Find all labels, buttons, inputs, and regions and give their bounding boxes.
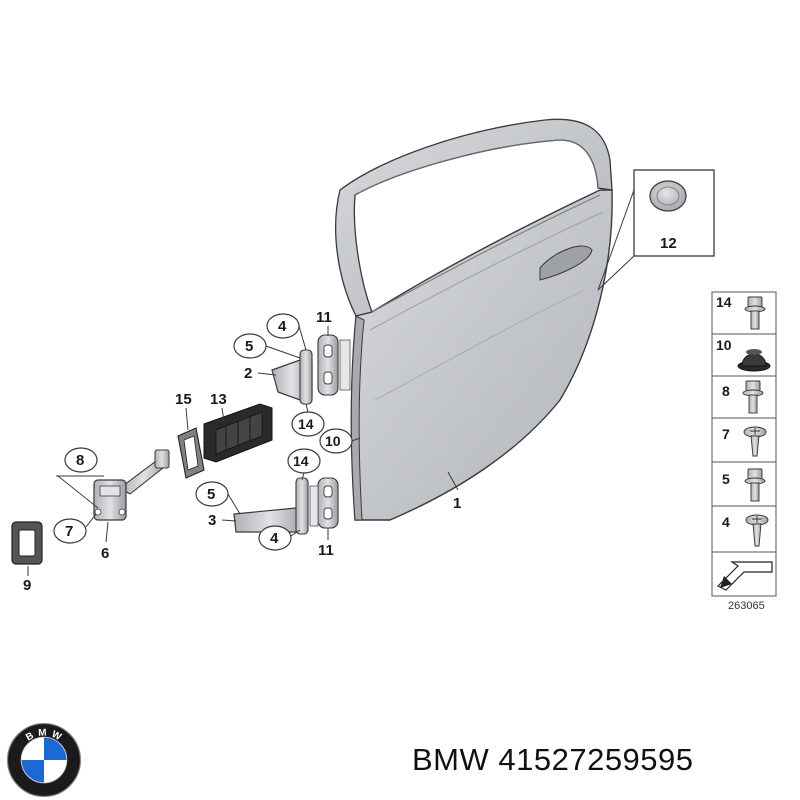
table-row-label: 5: [722, 471, 730, 487]
callout-bubble: [53, 518, 87, 544]
plug-icon: [649, 180, 687, 212]
callout-5-lower: 5: [207, 486, 215, 503]
callout-12: 12: [660, 235, 677, 252]
callout-2: 2: [244, 365, 252, 382]
callout-9: 9: [23, 577, 31, 594]
callout-7: 7: [65, 523, 73, 540]
hex-bolt-icon: [744, 468, 766, 502]
callout-11-upper: 11: [316, 309, 332, 326]
torx-screw-icon: [743, 426, 767, 457]
callout-14-lower: 14: [293, 453, 309, 469]
callout-15: 15: [175, 391, 192, 408]
check-strap-cover: [203, 403, 273, 463]
callout-5-upper: 5: [245, 338, 253, 355]
bmw-logo-icon: B M W: [6, 722, 82, 798]
table-row-label: 10: [716, 337, 732, 353]
callout-6: 6: [101, 545, 109, 562]
callout-8: 8: [76, 452, 84, 469]
callout-4-lower: 4: [270, 530, 279, 547]
bolt-with-flange-icon: [744, 296, 766, 330]
callout-4-upper: 4: [278, 318, 287, 335]
hex-bolt-icon: [742, 380, 764, 414]
upper-hinge: [271, 334, 351, 405]
callout-1: 1: [453, 495, 461, 512]
table-row-label: 14: [716, 294, 732, 310]
callout-10: 10: [325, 433, 341, 449]
fastener-table: 14 10 8 7 5: [711, 291, 777, 612]
callout-bubble: [64, 447, 98, 473]
door-check-strap: [93, 449, 170, 521]
part-number-caption: BMW 41527259595: [412, 742, 694, 777]
callout-14-upper: 14: [298, 416, 314, 432]
diagram-reference-number: 263065: [728, 600, 765, 612]
rubber-bump-stop-icon: [737, 349, 771, 372]
table-row-label: 7: [722, 426, 730, 442]
direction-arrow-icon: [716, 561, 773, 591]
table-row-label: 4: [722, 514, 730, 530]
table-row-label: 8: [722, 383, 730, 399]
leader-line: [447, 471, 459, 491]
torx-screw-icon: [745, 514, 769, 547]
callout-13: 13: [210, 391, 227, 408]
callout-bubble: [258, 525, 292, 551]
lower-hinge: [233, 477, 339, 535]
callout-3: 3: [208, 512, 216, 529]
check-strap-gasket: [177, 427, 205, 479]
rear-door-shell: [335, 118, 613, 521]
callout-11-lower: 11: [318, 542, 334, 559]
plug-detail-inset: 12: [597, 169, 715, 291]
check-strap-seal: [11, 521, 43, 565]
